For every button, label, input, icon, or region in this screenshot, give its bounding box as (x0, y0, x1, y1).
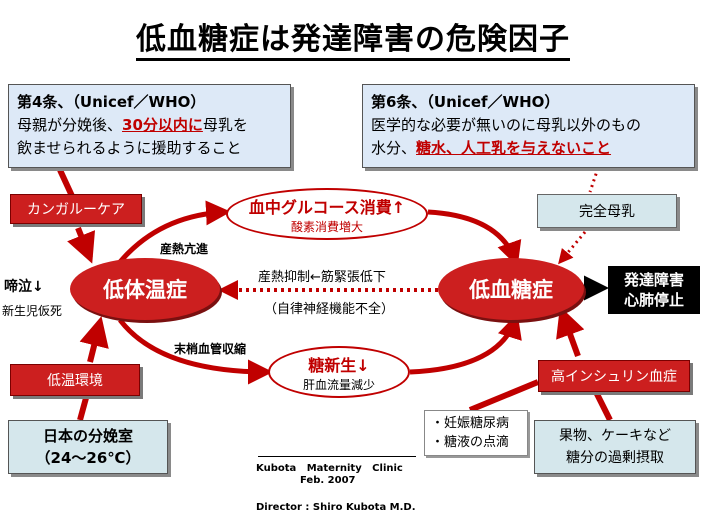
arrow-hypothermia-to-gluconeogenesis (118, 318, 273, 385)
kangaroo-care-box: カンガルーケア (10, 194, 142, 224)
label-autonomic-dysfunction: （自律神経機能不全） (264, 302, 395, 317)
credit-date: Feb. 2007 (300, 475, 356, 486)
outcome-box: 発達障害 心肺停止 (608, 266, 700, 314)
note-article-4: 第4条、（Unicef／WHO） 母親が分娩後、30分以内に母乳を 飲ませられる… (8, 84, 291, 168)
credit-divider (258, 456, 416, 457)
label-vasoconstriction: 末梢血管収縮 (174, 342, 247, 356)
page-title: 低血糖症は発達障害の危険因子 (0, 14, 706, 61)
list-item: ・糖液の点滴 (431, 435, 510, 450)
arrow-hypothermia-to-glucose (118, 200, 231, 264)
arrow-glucose-to-hypoglycemia (427, 209, 522, 267)
gluconeogenesis-ellipse: 糖新生↓ 肝血流量減少 (268, 346, 410, 398)
glucose-consumption-ellipse: 血中グルコース消費↑ 酸素消費増大 (226, 188, 428, 240)
highlight-sugar-water: 糖水、人工乳を与えないこと (416, 139, 612, 157)
arrow-kangaroo-to-hypothermia (67, 226, 96, 264)
highlight-30min: 30分以内に (122, 116, 203, 134)
note-article-4-heading: 第4条、（Unicef／WHO） (17, 93, 206, 111)
arrow-hyperinsulin-to-hypoglycemia (556, 306, 585, 358)
low-temp-env-box: 低温環境 (10, 364, 140, 396)
label-heat-production: 産熱亢進 (160, 242, 209, 256)
note-article-6: 第6条、（Unicef／WHO） 医学的な必要が無いのに母乳以外のもの 水分、糖… (362, 84, 695, 168)
japan-delivery-room-box: 日本の分娩室 （24～26℃） (8, 420, 168, 474)
connector-arrows (57, 167, 613, 422)
note-article-6-heading: 第6条、（Unicef／WHO） (371, 93, 560, 111)
hyperinsulinism-box: 高インシュリン血症 (538, 360, 690, 392)
note-article-4-body: 母親が分娩後、30分以内に母乳を (17, 116, 248, 134)
list-item: ・妊娠糖尿病 (431, 416, 510, 431)
exclusive-breastmilk-box: 完全母乳 (537, 194, 677, 228)
hypoglycemia-ellipse: 低血糖症 (438, 258, 584, 320)
arrow-lowtemp-to-hypothermia (79, 316, 109, 363)
arrow-gluconeogenesis-to-hypoglycemia (409, 313, 522, 375)
hypothermia-ellipse: 低体温症 (70, 258, 220, 320)
sugar-excess-box: 果物、ケーキなど 糖分の過剰摂取 (534, 420, 696, 474)
maternal-factors-box: ・妊娠糖尿病 ・糖液の点滴 (424, 410, 528, 456)
label-neonatal-apparent-death: 新生児仮死 (2, 304, 63, 318)
note-article-6-body: 水分、糖水、人工乳を与えないこと (371, 139, 612, 157)
arrow-breastmilk-to-hypoglycemia (558, 231, 587, 265)
label-crying: 啼泣↓ (4, 279, 44, 295)
label-heat-suppression: 産熱抑制←筋緊張低下 (258, 270, 386, 285)
